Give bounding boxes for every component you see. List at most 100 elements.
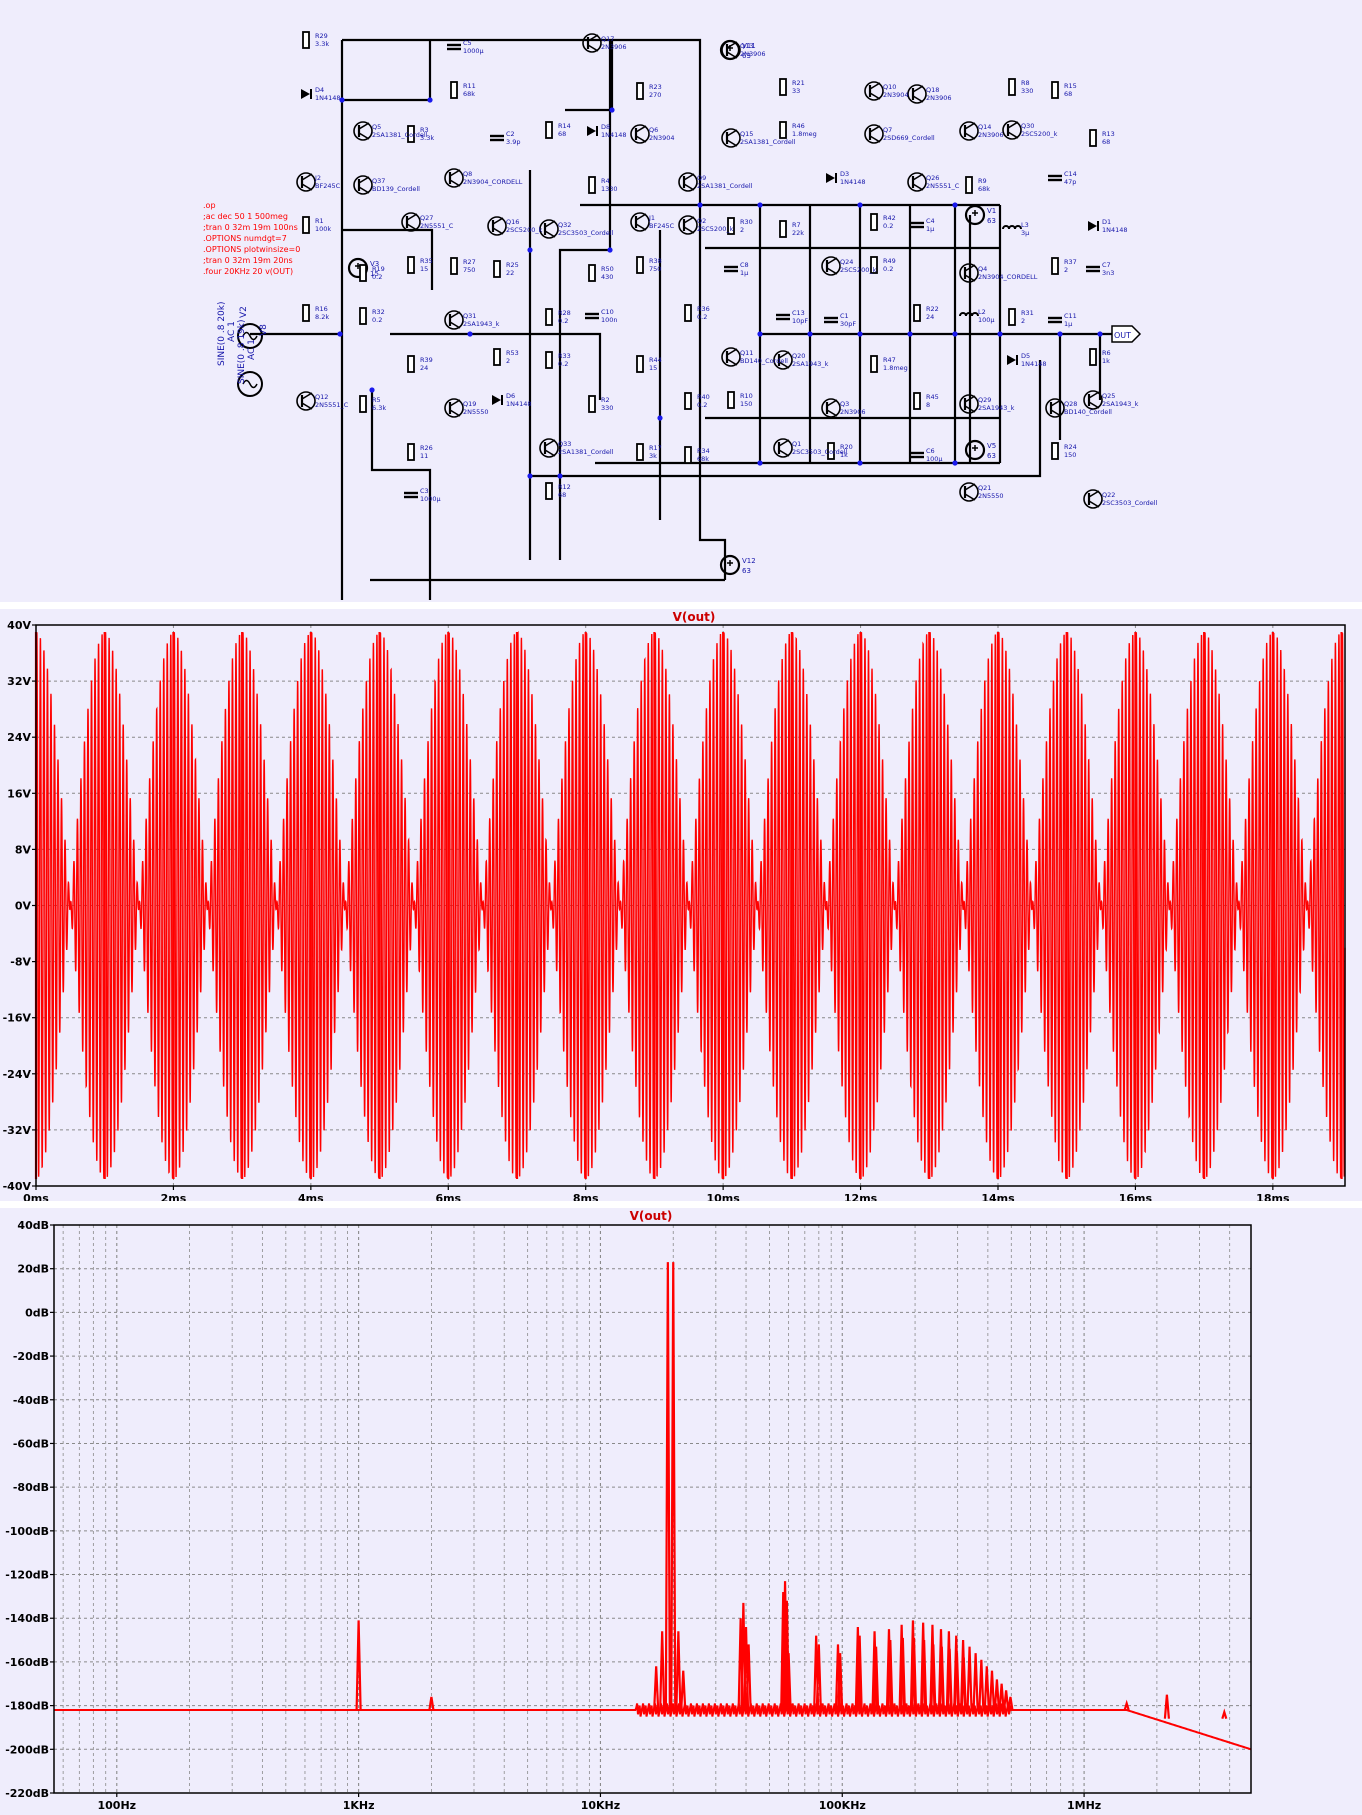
resistor-symbol[interactable] — [727, 217, 735, 235]
resistor-symbol[interactable] — [913, 392, 921, 410]
diode-symbol[interactable] — [587, 126, 596, 136]
out-port-flag[interactable] — [1111, 325, 1142, 343]
resistor-symbol[interactable] — [545, 121, 553, 139]
resistor-symbol[interactable] — [545, 308, 553, 326]
resistor-symbol[interactable] — [1089, 348, 1097, 366]
inductor-symbol[interactable] — [1002, 225, 1022, 230]
noise-floor[interactable] — [54, 1703, 1252, 1751]
plot-title[interactable]: V(out) — [673, 610, 716, 624]
resistor-symbol[interactable] — [1008, 308, 1016, 326]
resistor-symbol[interactable] — [779, 78, 787, 96]
voltage-source-symbol[interactable] — [964, 439, 986, 461]
transistor-symbol[interactable] — [959, 121, 979, 141]
transistor-symbol[interactable] — [401, 212, 421, 232]
pane-divider[interactable] — [0, 602, 1362, 609]
resistor-symbol[interactable] — [913, 304, 921, 322]
transistor-symbol[interactable] — [821, 398, 841, 418]
trace-line[interactable] — [35, 630, 1346, 1180]
resistor-symbol[interactable] — [779, 121, 787, 139]
transistor-symbol[interactable] — [1002, 120, 1022, 140]
resistor-symbol[interactable] — [870, 355, 878, 373]
spice-directive[interactable]: ;tran 0 32m 19m 20ns — [203, 256, 293, 265]
resistor-symbol[interactable] — [407, 125, 415, 143]
transistor-symbol[interactable] — [444, 398, 464, 418]
resistor-symbol[interactable] — [588, 176, 596, 194]
transistor-symbol[interactable] — [1083, 489, 1103, 509]
spice-directive[interactable]: .OPTIONS numdgt=7 — [203, 234, 287, 243]
spice-directive[interactable]: .four 20KHz 20 v(OUT) — [203, 267, 293, 276]
voltage-source-symbol[interactable] — [719, 554, 741, 576]
resistor-symbol[interactable] — [407, 256, 415, 274]
trace-vout-fft[interactable] — [54, 1262, 1252, 1751]
transistor-symbol[interactable] — [1045, 398, 1065, 418]
voltage-source-symbol[interactable] — [347, 257, 369, 279]
resistor-symbol[interactable] — [636, 256, 644, 274]
transistor-symbol[interactable] — [539, 438, 559, 458]
sine-source-symbol[interactable] — [237, 323, 263, 349]
transistor-symbol[interactable] — [444, 168, 464, 188]
spice-directive[interactable]: ;ac dec 50 1 500meg — [203, 212, 288, 221]
resistor-symbol[interactable] — [684, 304, 692, 322]
spice-directive[interactable]: .op — [203, 201, 216, 210]
resistor-symbol[interactable] — [302, 31, 310, 49]
transistor-symbol[interactable] — [1083, 390, 1103, 410]
resistor-symbol[interactable] — [450, 257, 458, 275]
resistor-symbol[interactable] — [636, 443, 644, 461]
transistor-symbol[interactable] — [539, 219, 559, 239]
diode-symbol[interactable] — [826, 173, 835, 183]
voltage-source-symbol[interactable] — [964, 204, 986, 226]
resistor-symbol[interactable] — [493, 348, 501, 366]
resistor-symbol[interactable] — [636, 355, 644, 373]
inductor-symbol[interactable] — [959, 312, 979, 317]
resistor-symbol[interactable] — [302, 216, 310, 234]
transistor-symbol[interactable] — [773, 350, 793, 370]
diode-symbol[interactable] — [1088, 221, 1097, 231]
fft-plot[interactable]: V(out) 40dB20dB0dB-20dB-40dB-60dB-80dB-1… — [0, 1208, 1362, 1815]
resistor-symbol[interactable] — [359, 307, 367, 325]
diode-symbol[interactable] — [1007, 355, 1016, 365]
resistor-symbol[interactable] — [302, 304, 310, 322]
resistor-symbol[interactable] — [727, 391, 735, 409]
transistor-symbol[interactable] — [959, 394, 979, 414]
transistor-symbol[interactable] — [907, 84, 927, 104]
pane-divider-2[interactable] — [0, 1201, 1362, 1208]
transistor-symbol[interactable] — [864, 124, 884, 144]
resistor-symbol[interactable] — [359, 395, 367, 413]
resistor-symbol[interactable] — [407, 443, 415, 461]
transistor-symbol[interactable] — [487, 216, 507, 236]
resistor-symbol[interactable] — [870, 256, 878, 274]
spice-directive[interactable]: ;tran 0 32m 19m 100ns — [203, 223, 298, 232]
resistor-symbol[interactable] — [407, 355, 415, 373]
spice-directive[interactable]: .OPTIONS plotwinsize=0 — [203, 245, 300, 254]
resistor-symbol[interactable] — [827, 442, 835, 460]
resistor-symbol[interactable] — [779, 220, 787, 238]
transistor-symbol[interactable] — [582, 33, 602, 53]
resistor-symbol[interactable] — [1051, 257, 1059, 275]
transistor-symbol[interactable] — [353, 121, 373, 141]
resistor-symbol[interactable] — [588, 395, 596, 413]
resistor-symbol[interactable] — [545, 482, 553, 500]
transient-plot[interactable]: V(out) 40V32V24V16V8V0V-8V-16V-24V-32V-4… — [0, 609, 1362, 1201]
transistor-symbol[interactable] — [630, 124, 650, 144]
resistor-symbol[interactable] — [359, 264, 367, 282]
transistor-symbol[interactable] — [907, 172, 927, 192]
transistor-symbol[interactable] — [864, 81, 884, 101]
transistor-symbol[interactable] — [630, 212, 650, 232]
resistor-symbol[interactable] — [684, 392, 692, 410]
transistor-symbol[interactable] — [721, 347, 741, 367]
transistor-symbol[interactable] — [296, 172, 316, 192]
transistor-symbol[interactable] — [773, 438, 793, 458]
resistor-symbol[interactable] — [450, 81, 458, 99]
resistor-symbol[interactable] — [493, 260, 501, 278]
transistor-symbol[interactable] — [296, 391, 316, 411]
transistor-symbol[interactable] — [721, 128, 741, 148]
diode-symbol[interactable] — [492, 395, 501, 405]
transistor-symbol[interactable] — [444, 310, 464, 330]
transistor-symbol[interactable] — [959, 482, 979, 502]
transistor-symbol[interactable] — [353, 175, 373, 195]
sine-source-symbol[interactable] — [237, 371, 263, 397]
resistor-symbol[interactable] — [965, 176, 973, 194]
transistor-symbol[interactable] — [678, 215, 698, 235]
